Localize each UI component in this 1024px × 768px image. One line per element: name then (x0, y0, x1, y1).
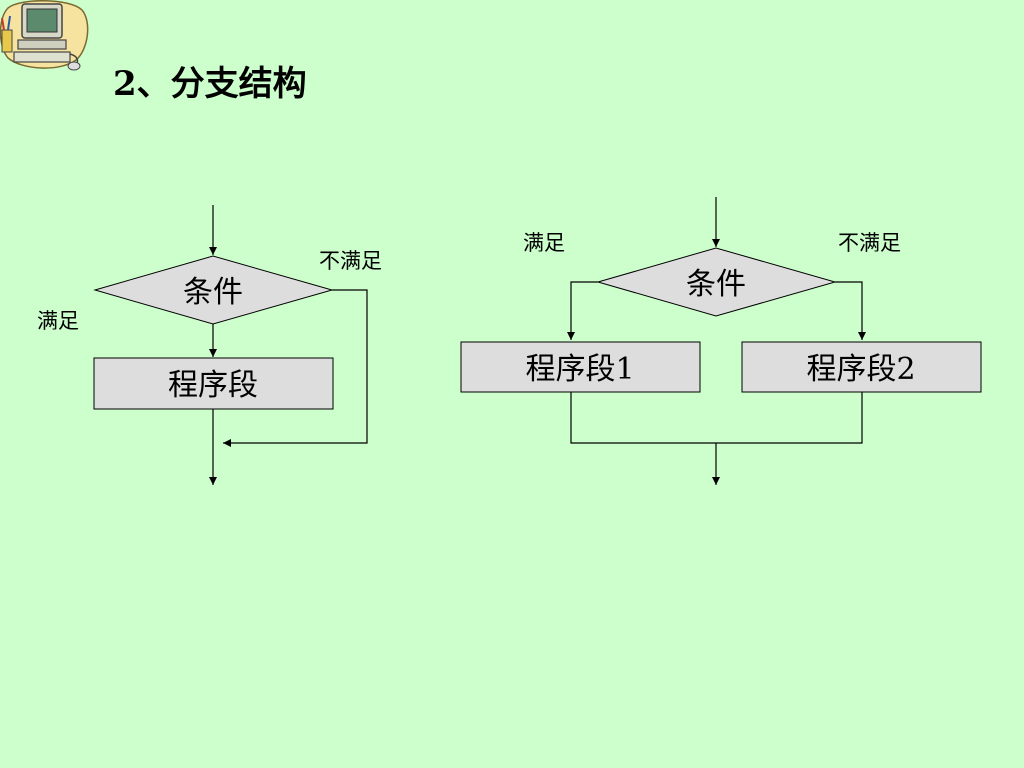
slide-title: 2、分支结构 (113, 64, 307, 104)
left-flowchart: 条件 程序段 满足 不满足 (37, 205, 382, 485)
right-process1-box (460, 341, 701, 393)
left-no-path (223, 289, 368, 447)
right-flowchart: 条件 程序段1 程序段2 满足 不满足 (460, 197, 982, 485)
right-process2-label: 程序段2 (806, 352, 915, 387)
left-process-label: 程序段 (168, 368, 258, 403)
right-no-path (835, 281, 866, 340)
left-condition-label: 条件 (183, 275, 243, 310)
right-no-label: 不满足 (838, 231, 901, 255)
left-yes-label: 满足 (37, 309, 79, 333)
right-merge-path (570, 392, 863, 444)
right-condition-label: 条件 (686, 267, 746, 302)
left-process-box (93, 357, 334, 410)
right-process2-box (741, 341, 982, 393)
left-no-label: 不满足 (319, 249, 382, 273)
right-process1-label: 程序段1 (525, 352, 634, 387)
right-yes-path (567, 281, 598, 340)
right-yes-label: 满足 (523, 231, 565, 255)
computer-icon (0, 0, 89, 71)
